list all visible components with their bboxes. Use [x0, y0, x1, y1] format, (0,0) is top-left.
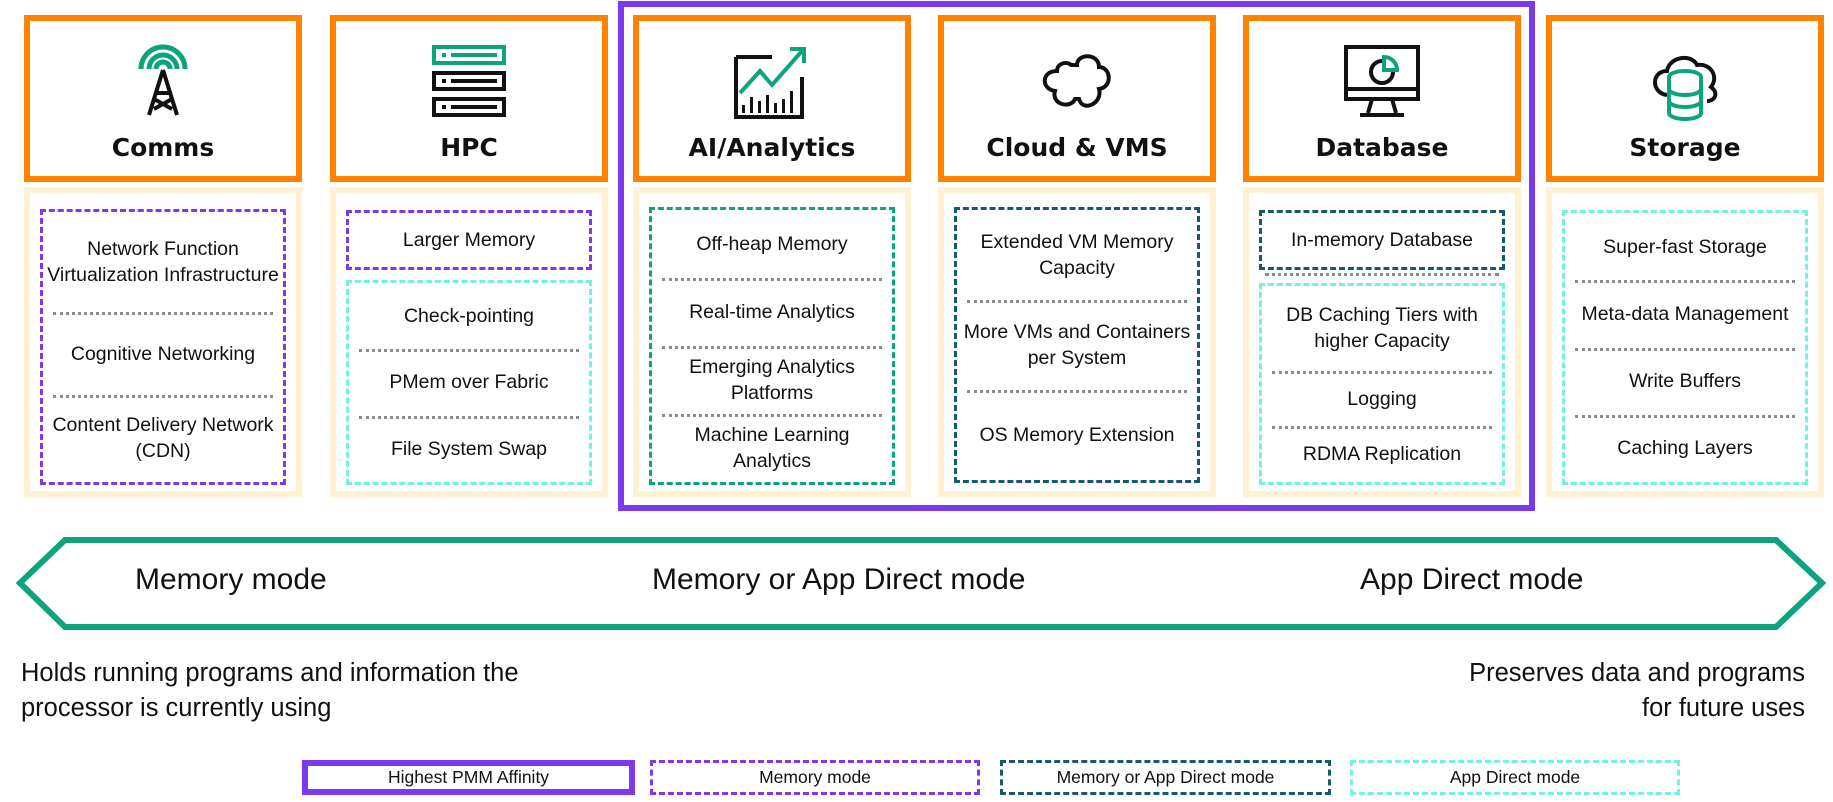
legend-memory-or-app-direct-mode: Memory or App Direct mode [1000, 760, 1331, 795]
cloud-database-icon [1653, 55, 1718, 121]
category-comms: Comms [24, 15, 302, 182]
memory-mode-group: Network Function Virtualization Infrastr… [40, 209, 286, 485]
app-direct-group: Check-pointing PMem over Fabric File Sys… [346, 280, 592, 485]
category-title: Comms [111, 133, 215, 162]
category-title: AI/Analytics [688, 133, 856, 162]
memory-mode-description: Holds running programs and information t… [21, 656, 519, 726]
use-case-item: Content Delivery Network (CDN) [43, 394, 283, 482]
use-case-item: RDMA Replication [1262, 426, 1502, 482]
memory-or-app-direct-group: In-memory Database [1259, 210, 1505, 270]
category-cloud-vms: Cloud & VMS [938, 15, 1216, 182]
use-case-item: Emerging Analytics Platforms [652, 346, 892, 414]
category-hpc: HPC [330, 15, 608, 182]
app-direct-group: Super-fast Storage Meta-data Management … [1562, 210, 1808, 485]
server-stack-icon [432, 45, 506, 117]
use-case-item: Larger Memory [402, 229, 536, 251]
use-case-item: File System Swap [349, 415, 589, 482]
use-case-item: Extended VM Memory Capacity [980, 231, 1174, 279]
use-case-item: Logging [1262, 370, 1502, 427]
arrow-label-app-direct: App Direct mode [1360, 563, 1584, 596]
category-storage: Storage [1546, 15, 1824, 182]
category-title: Database [1315, 133, 1449, 162]
mode-spectrum-arrow [15, 537, 1827, 630]
description-line: Holds running programs and information t… [21, 659, 519, 687]
legend-label: Highest PMM Affinity [387, 767, 550, 787]
description-line: processor is currently using [21, 694, 332, 722]
use-case-item: Machine Learning Analytics [652, 414, 892, 482]
use-case-item: More VMs and Containers per System [957, 300, 1197, 390]
use-case-item: In-memory Database [1290, 229, 1474, 251]
category-database: Database [1243, 15, 1521, 182]
use-cases-database: In-memory Database DB Caching Tiers with… [1243, 187, 1521, 497]
use-case-item: DB Caching Tiers with higher Capacity [1286, 304, 1478, 353]
category-title: Storage [1629, 133, 1741, 162]
category-title: Cloud & VMS [986, 133, 1168, 162]
use-case-item: Super-fast Storage [1603, 235, 1767, 258]
use-case-item: Cognitive Networking [43, 312, 283, 395]
highest-pmm-affinity-frame [618, 1, 1535, 511]
use-case-item: Write Buffers [1565, 347, 1805, 415]
use-cases-ai-analytics: Off-heap Memory Real-time Analytics Emer… [633, 187, 911, 497]
arrow-label-memory-or-app-direct: Memory or App Direct mode [652, 563, 1026, 596]
cloud-icon [1042, 54, 1111, 108]
legend-label: App Direct mode [1449, 767, 1581, 787]
use-case-item: Network Function Virtualization Infrastr… [47, 238, 279, 287]
legend-memory-mode: Memory mode [650, 760, 980, 795]
app-direct-description: Preserves data and programs for future u… [1469, 656, 1805, 726]
category-title: HPC [440, 133, 498, 162]
use-case-item: Meta-data Management [1565, 280, 1805, 347]
use-case-item: OS Memory Extension [957, 390, 1197, 480]
analytics-chart-icon [734, 47, 806, 119]
monitor-pie-chart-icon [1344, 45, 1420, 117]
use-case-item: Off-heap Memory [696, 233, 848, 255]
legend-label: Memory or App Direct mode [1056, 767, 1275, 787]
use-case-item: Caching Layers [1565, 414, 1805, 482]
app-direct-group: DB Caching Tiers with higher Capacity Lo… [1259, 283, 1505, 485]
use-case-item: PMem over Fabric [349, 349, 589, 415]
cell-tower-icon [138, 44, 188, 116]
description-line: for future uses [1642, 694, 1805, 722]
use-cases-storage: Super-fast Storage Meta-data Management … [1546, 187, 1824, 497]
memory-or-app-direct-group: Extended VM Memory Capacity More VMs and… [954, 207, 1200, 483]
memory-mode-group: Larger Memory [346, 210, 592, 270]
dotted-separator [1265, 273, 1499, 276]
use-cases-cloud-vms: Extended VM Memory Capacity More VMs and… [938, 187, 1216, 497]
use-cases-comms: Network Function Virtualization Infrastr… [24, 187, 302, 497]
teal-mode-group: Off-heap Memory Real-time Analytics Emer… [649, 207, 895, 485]
category-ai-analytics: AI/Analytics [633, 15, 911, 182]
description-line: Preserves data and programs [1469, 659, 1805, 687]
use-case-item: Real-time Analytics [652, 278, 892, 346]
legend-app-direct-mode: App Direct mode [1350, 760, 1680, 795]
use-cases-hpc: Larger Memory Check-pointing PMem over F… [330, 187, 608, 497]
use-case-item: Check-pointing [403, 305, 535, 328]
legend-highest-pmm-affinity: Highest PMM Affinity [302, 760, 635, 795]
legend-label: Memory mode [759, 767, 871, 787]
arrow-label-memory-mode: Memory mode [135, 563, 327, 596]
